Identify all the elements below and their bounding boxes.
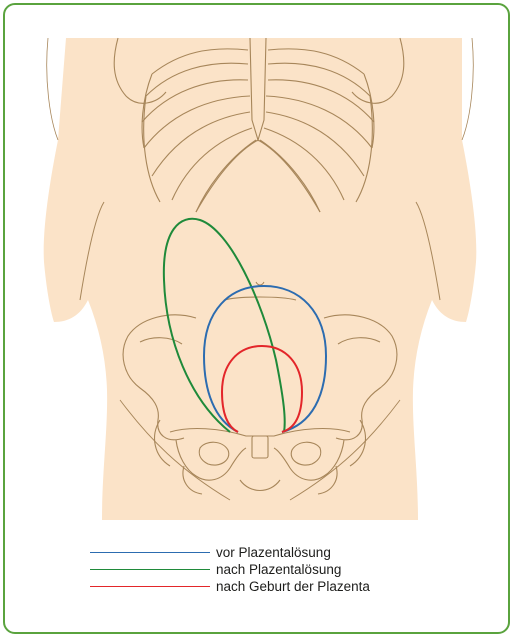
torso-body [44,38,477,520]
legend-swatch-blue [90,552,210,553]
left-shoulder-line [47,38,58,140]
legend-swatch-green [90,569,210,570]
legend-label: nach Plazentalösung [216,562,341,577]
right-shoulder-line [462,38,473,140]
legend-label: nach Geburt der Plazenta [216,579,370,594]
legend-label: vor Plazentalösung [216,545,331,560]
legend-item-before: vor Plazentalösung [90,544,420,561]
legend: vor Plazentalösung nach Plazentalösung n… [90,544,420,595]
legend-swatch-red [90,586,210,587]
legend-item-birth: nach Geburt der Plazenta [90,578,420,595]
legend-item-after: nach Plazentalösung [90,561,420,578]
